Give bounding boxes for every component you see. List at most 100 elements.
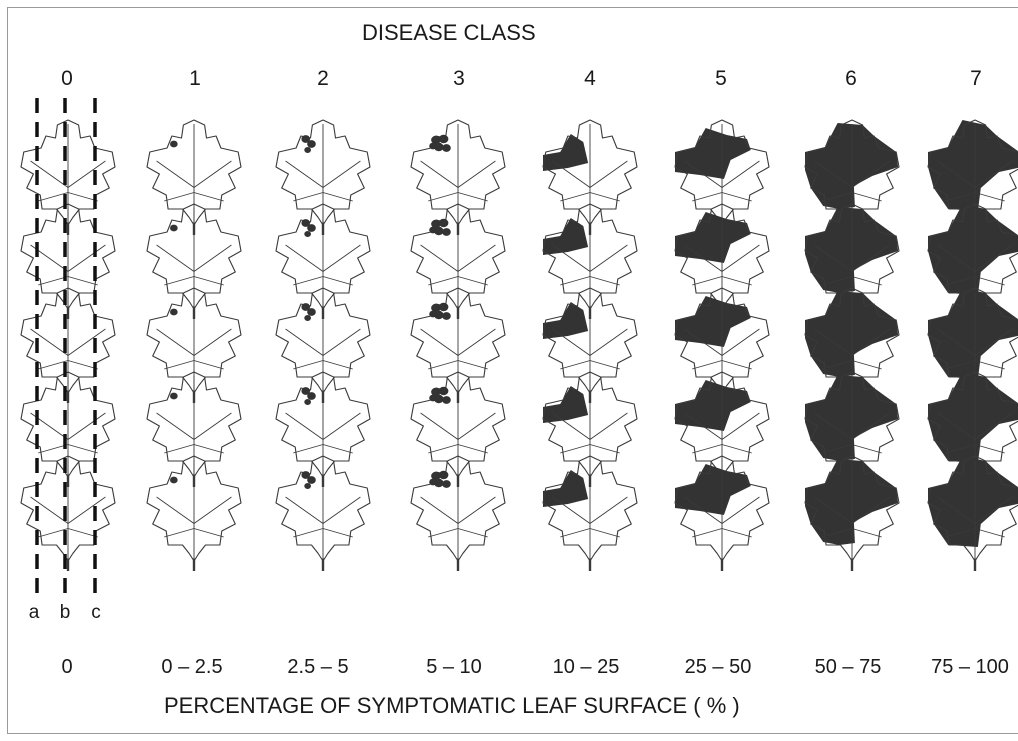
lesion-area: [928, 456, 1018, 547]
leaf-vein: [293, 361, 323, 370]
leaf-vein: [560, 445, 590, 454]
leaf-class-2-row-5: [276, 456, 370, 571]
leaf-vein: [293, 445, 323, 454]
leaf-vein: [164, 277, 194, 286]
lesion-spot: [307, 476, 316, 484]
leaf-vein: [458, 445, 488, 454]
range-label-1: 0 – 2.5: [161, 657, 222, 677]
leaf-vein: [323, 277, 353, 286]
lesion-area: [543, 302, 588, 339]
leaf-vein: [421, 161, 458, 188]
leaf-vein: [286, 497, 323, 524]
leaf-vein: [722, 193, 752, 202]
leaf-vein: [692, 445, 722, 454]
lesion-area: [543, 386, 588, 423]
leaf-vein: [560, 361, 590, 370]
leaf-vein: [590, 329, 627, 356]
lesion-spot: [439, 387, 449, 396]
leaf-vein: [458, 361, 488, 370]
leaf-vein: [293, 529, 323, 538]
lesion-area: [543, 218, 588, 255]
lesion-spot: [429, 479, 437, 486]
leaf-vein: [428, 445, 458, 454]
leaf-class-5-row-5: [675, 456, 769, 571]
lesion-area: [543, 470, 588, 507]
leaf-vein: [68, 497, 105, 524]
lesion-spot: [307, 308, 316, 316]
leaf-vein: [692, 361, 722, 370]
leaf-vein: [590, 529, 620, 538]
leaf-vein: [157, 161, 194, 188]
range-label-2: 2.5 – 5: [287, 657, 348, 677]
leaf-vein: [194, 413, 231, 440]
leaf-vein: [458, 329, 495, 356]
leaf-vein: [421, 413, 458, 440]
leaf-vein: [458, 193, 488, 202]
lesion-spot: [442, 144, 451, 152]
lesion-area: [675, 296, 751, 347]
leaf-vein: [590, 161, 627, 188]
lane-label-c: c: [91, 603, 101, 622]
lesion-area: [543, 134, 588, 171]
leaf-vein: [164, 361, 194, 370]
leaf-vein: [852, 277, 882, 286]
leaf-vein: [421, 329, 458, 356]
leaf-class-7-row-5: [928, 456, 1018, 571]
leaf-vein: [157, 413, 194, 440]
leaf-vein: [692, 529, 722, 538]
lesion-area: [928, 288, 1018, 379]
leaf-vein: [194, 445, 224, 454]
leaf-vein: [590, 445, 620, 454]
lesion-area: [675, 212, 751, 263]
x-axis-label: PERCENTAGE OF SYMPTOMATIC LEAF SURFACE (…: [164, 695, 740, 717]
leaf-vein: [590, 361, 620, 370]
leaf-vein: [164, 193, 194, 202]
leaf-vein: [68, 245, 105, 272]
lesion-spot: [170, 393, 178, 400]
leaf-vein: [560, 277, 590, 286]
lesion-spot: [439, 471, 449, 480]
lesion-spot: [304, 399, 311, 405]
lesion-spot: [429, 311, 437, 318]
lesion-area: [928, 372, 1018, 463]
leaf-vein: [194, 361, 224, 370]
leaf-vein: [590, 413, 627, 440]
leaf-vein: [560, 193, 590, 202]
lesion-spot: [442, 312, 451, 320]
range-label-3: 5 – 10: [426, 657, 482, 677]
lesion-spot: [439, 135, 449, 144]
range-label-5: 25 – 50: [685, 657, 752, 677]
lesion-area: [928, 204, 1018, 295]
lesion-area: [928, 120, 1018, 211]
leaf-vein: [68, 329, 105, 356]
lesion-spot: [429, 227, 437, 234]
leaf-vein: [722, 529, 752, 538]
lesion-spot: [307, 392, 316, 400]
leaf-vein: [157, 497, 194, 524]
leaf-class-6-row-5: [805, 456, 899, 571]
lesion-spot: [170, 309, 178, 316]
leaf-vein: [194, 329, 231, 356]
leaf-vein: [68, 413, 105, 440]
lesion-area: [675, 464, 751, 515]
leaf-vein: [421, 497, 458, 524]
lesion-spot: [170, 141, 178, 148]
leaf-vein: [323, 361, 353, 370]
lane-label-a: a: [29, 603, 40, 622]
range-label-7: 75 – 100: [931, 657, 1009, 677]
lesion-spot: [442, 228, 451, 236]
leaf-vein: [194, 277, 224, 286]
leaf-vein: [286, 413, 323, 440]
leaf-vein: [323, 329, 360, 356]
leaf-vein: [590, 497, 627, 524]
leaf-vein: [428, 193, 458, 202]
leaf-vein: [194, 529, 224, 538]
lesion-spot: [304, 147, 311, 153]
leaf-vein: [852, 445, 882, 454]
leaf-vein: [194, 497, 231, 524]
lesion-area: [675, 128, 751, 179]
leaf-vein: [590, 277, 620, 286]
lesion-spot: [439, 219, 449, 228]
lesion-spot: [307, 140, 316, 148]
